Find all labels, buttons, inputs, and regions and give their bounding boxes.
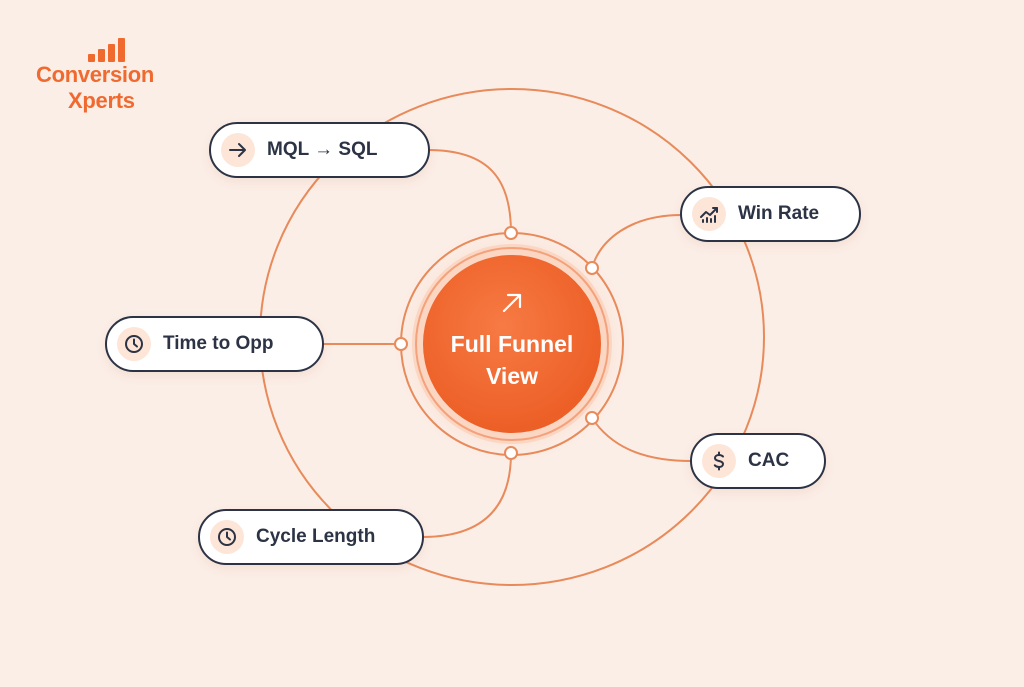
- node-label: CAC: [748, 450, 790, 471]
- node-label: MQL → SQL: [267, 139, 378, 160]
- clock-icon: [117, 327, 151, 361]
- junction-dot-left: [394, 337, 408, 351]
- node-label: Time to Opp: [163, 333, 274, 354]
- bar-chart-icon: [88, 34, 136, 62]
- junction-dot-top: [504, 226, 518, 240]
- trend-up-chart-icon: [692, 197, 726, 231]
- clock-icon: [210, 520, 244, 554]
- center-title-line2: View: [486, 363, 538, 389]
- junction-dot-upper-right: [585, 261, 599, 275]
- brand-name-line1: Conversion: [36, 62, 155, 87]
- center-title: Full Funnel View: [422, 328, 602, 392]
- node-time-to-opp[interactable]: Time to Opp: [105, 316, 324, 372]
- node-win-rate[interactable]: Win Rate: [680, 186, 861, 242]
- center-inner-ring: [415, 247, 609, 441]
- node-label: Cycle Length: [256, 526, 376, 547]
- junction-dot-lower-right: [585, 411, 599, 425]
- arrow-up-right-icon: [502, 293, 522, 313]
- node-mql-sql[interactable]: MQL → SQL: [209, 122, 430, 178]
- brand-name-line2: Xperts: [68, 88, 135, 113]
- connector-win-rate: [591, 214, 683, 269]
- junction-dot-bottom: [504, 446, 518, 460]
- center-title-line1: Full Funnel: [450, 331, 574, 357]
- node-cycle-length[interactable]: Cycle Length: [198, 509, 424, 565]
- arrow-right-icon: [221, 133, 255, 167]
- brand-name: Conversion Xperts: [36, 62, 206, 114]
- node-label: Win Rate: [738, 203, 820, 224]
- node-cac[interactable]: CAC: [690, 433, 826, 489]
- brand-logo: Conversion Xperts: [34, 34, 214, 124]
- center-core[interactable]: [423, 255, 601, 433]
- dollar-icon: [702, 444, 736, 478]
- connector-mql-sql: [427, 149, 512, 234]
